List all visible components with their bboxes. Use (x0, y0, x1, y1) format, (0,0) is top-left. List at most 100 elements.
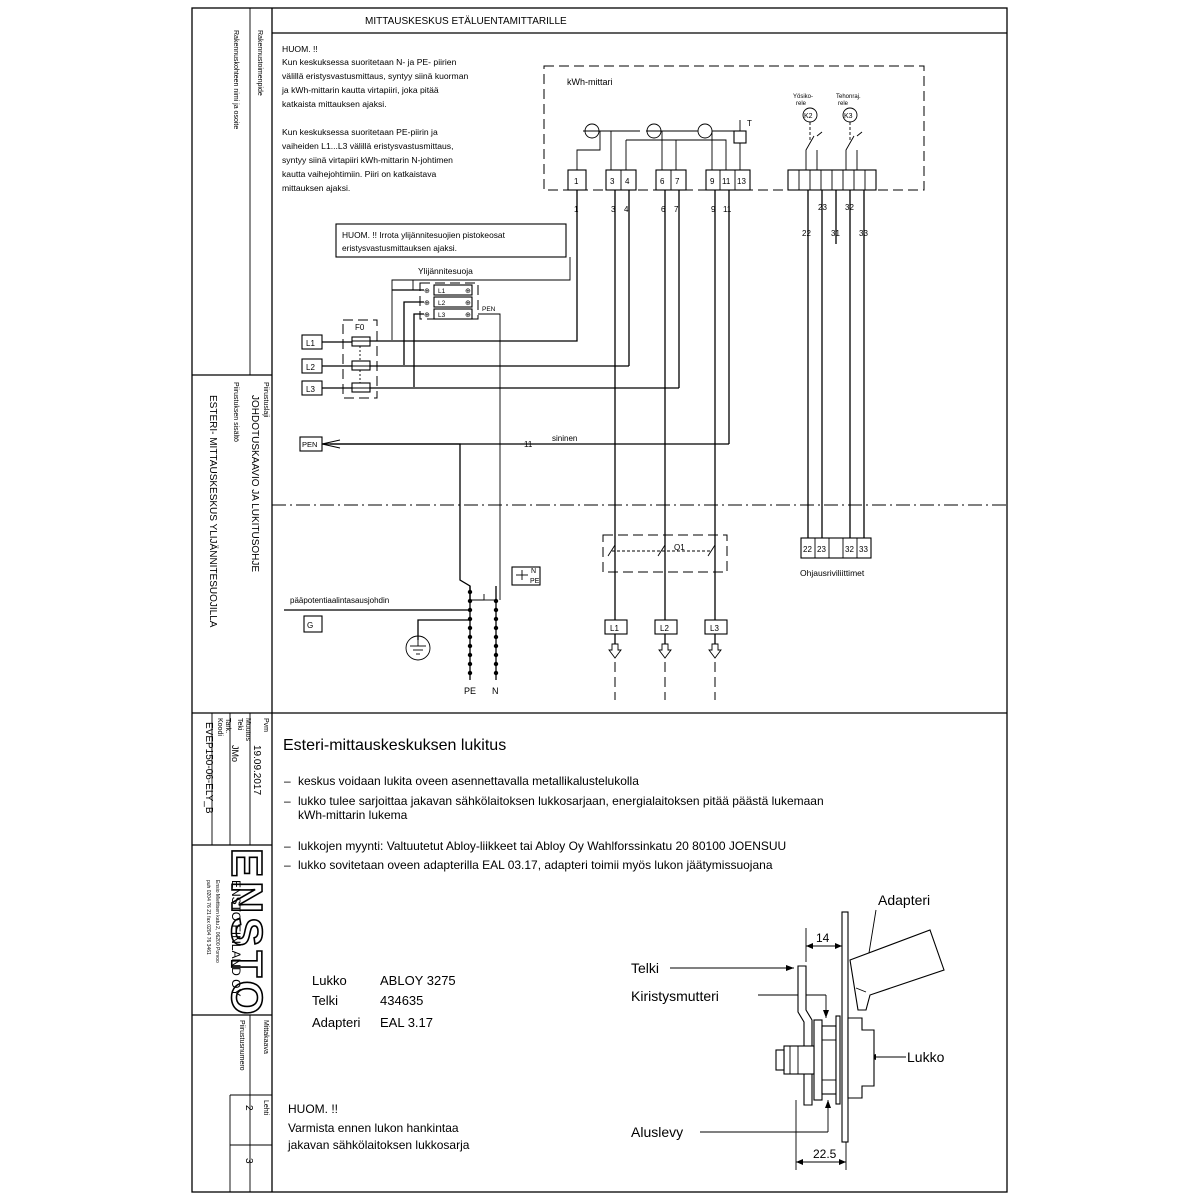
piirustusnumero-label: Piirustusnumero (238, 1020, 245, 1071)
relay-k2-label2: rele (796, 101, 807, 107)
piirustuslaji-value: JOHDOTUSKAAVIO JA LUKITUSOHJE (249, 395, 260, 572)
note-line: välillä eristysvastusmittaus, syntyy sii… (282, 71, 468, 81)
mittakaava-label: Mittakaava (262, 1020, 269, 1054)
tark-label: Tark. (224, 718, 231, 733)
outputs: L1 L2 L3 (604, 619, 728, 700)
terminal-screw-icon: ⊕ (424, 288, 430, 295)
company-address: Ensio Miettisen katu 2, 06200 Porvoo (214, 880, 220, 963)
note-line: syntyy siinä virtapiiri kWh-mittarin N-j… (282, 155, 453, 165)
surge-pen-label: PEN (482, 306, 496, 313)
label-kiristysmutteri: Kiristysmutteri (631, 988, 719, 1004)
meter-terminal: 4 (625, 177, 630, 186)
control-terminals: 22 23 32 33 Ohjausriviliittimet (800, 537, 872, 578)
relay-k2-label: Yösiko- (793, 94, 813, 100)
spec-value: 434635 (380, 993, 423, 1008)
company-logo: ENSTO (222, 848, 271, 1019)
surge-terminal: L3 (438, 312, 446, 319)
spec-key: Telki (312, 993, 338, 1008)
surge-terminal: L1 (438, 288, 446, 295)
terminal-screw-icon: ⊕ (424, 312, 430, 319)
relay-k3: K3 (844, 113, 853, 120)
lock-heading: Esteri-mittauskeskuksen lukitus (283, 737, 506, 754)
sisalto-label: Piirustuksen sisältö (232, 382, 239, 442)
wire-number: 4 (624, 205, 629, 214)
meter-terminal: 9 (710, 177, 715, 186)
earth-screw-icon: ⊕ (465, 312, 471, 319)
g-label: G (307, 621, 313, 630)
earth-screw-icon: ⊕ (465, 300, 471, 307)
bullet-dash: – (284, 794, 291, 808)
wire-number: 9 (711, 205, 716, 214)
huom-note-2: Kun keskuksessa suoritetaan PE-piirin ja… (282, 127, 453, 193)
switch-label: Q1 (674, 543, 685, 552)
main-switch-q1: Q1 (602, 534, 728, 573)
label-lukko: Lukko (907, 1049, 945, 1065)
relay-k3-label2: rele (838, 101, 849, 107)
spec-value: ABLOY 3275 (380, 973, 456, 988)
label-adapteri: Adapteri (878, 892, 930, 908)
sisalto-value: ESTERI- MITTAUSKESKUS YLIJÄNNITESUOJILLA (207, 395, 219, 628)
pe-label: PE (530, 578, 540, 585)
huom-line: jakavan sähkölaitoksen lukkosarja (287, 1138, 470, 1152)
note-line: kautta vaihejohtimiin. Piiri on katkaist… (282, 169, 437, 179)
terminal-screw-icon: ⊕ (424, 300, 430, 307)
input-terminals: L1 L2 L3 PEN (299, 334, 323, 452)
lock-bullet-cont: kWh-mittarin lukema (298, 808, 408, 822)
t-label: T (747, 119, 752, 128)
lock-bullet: lukko sovitetaan oveen adapterilla EAL 0… (298, 858, 773, 872)
note-line: Kun keskuksessa suoritetaan PE-piirin ja (282, 127, 438, 137)
company-phone: puh 0204 76 21 fax 0204 76 3461 (205, 880, 211, 955)
muutos-label: Muutos (244, 718, 251, 741)
surge-label: Ylijännitesuoja (418, 266, 473, 276)
bus-n-label: N (492, 686, 499, 696)
huom-note-1: HUOM. !! Kun keskuksessa suoritetaan N- … (281, 44, 468, 109)
meter-wire-numbers: 1 3 4 6 7 9 11 23 32 22 31 33 (574, 203, 868, 238)
meter-terminal: 13 (737, 177, 746, 186)
kwh-meter-label: kWh-mittari (567, 77, 613, 87)
control-terminals-label: Ohjausriviliittimet (800, 568, 865, 578)
control-terminal: 22 (803, 545, 812, 554)
teki-value: JMo (230, 745, 240, 762)
note-line: Kun keskuksessa suoritetaan N- ja PE- pi… (282, 57, 457, 67)
lock-section: Esteri-mittauskeskuksen lukitus – keskus… (283, 737, 945, 1170)
note-line: HUOM. !! (282, 44, 318, 54)
huom-box: HUOM. !! Irrota ylijännitesuojien pistok… (335, 223, 567, 258)
pvm-value: 19.09.2017 (251, 745, 262, 795)
input-pen: PEN (302, 440, 317, 449)
input-l1: L1 (306, 339, 315, 348)
relay-k3-label: Tehonraj. (836, 94, 861, 100)
koodi-value: EVEP150-06-ELY_B (203, 722, 214, 814)
wire-number: 3 (611, 205, 616, 214)
potential-label: pääpotentiaalintasausjohdin (290, 596, 389, 605)
control-terminal: 32 (845, 545, 854, 554)
fuse-f0: F0 (342, 319, 378, 399)
dim-bottom: 22.5 (813, 1147, 837, 1161)
spec-key: Lukko (312, 973, 347, 988)
piirustuslaji-label: Piirustuslaji (262, 382, 269, 418)
pen-wire-number: 11 (524, 440, 533, 449)
pvm-label: Pvm (262, 718, 269, 732)
top-title: MITTAUSKESKUS ETÄLUENTAMITTARILLE (365, 15, 567, 27)
relay-wire: 23 (818, 203, 827, 212)
rakennuskohteen-label: Rakennuskohteen nimi ja osoite (232, 30, 239, 129)
dim-top: 14 (816, 931, 830, 945)
n-label: N (531, 568, 536, 575)
meter-terminal: 3 (610, 177, 615, 186)
note-line: HUOM. !! Irrota ylijännitesuojien pistok… (342, 230, 506, 240)
label-aluslevy: Aluslevy (631, 1124, 683, 1140)
bullet-dash: – (284, 839, 291, 853)
relay-k2: K2 (804, 113, 813, 120)
meter-terminal: 1 (574, 177, 579, 186)
meter-terminal: 7 (675, 177, 680, 186)
wire-number: 6 (661, 205, 666, 214)
kwh-meter: kWh-mittari 1 3 4 6 7 9 11 13 T (543, 65, 925, 191)
huom-line: Varmista ennen lukon hankintaa (288, 1121, 459, 1135)
wire-number: 11 (723, 205, 732, 214)
wire-number: 7 (674, 205, 679, 214)
lock-huom: HUOM. !! Varmista ennen lukon hankintaa … (287, 1102, 470, 1152)
huom-line: HUOM. !! (288, 1102, 338, 1116)
bullet-dash: – (284, 774, 291, 788)
lehti-total: 3 (243, 1158, 254, 1164)
meter-terminal: 11 (722, 177, 731, 186)
